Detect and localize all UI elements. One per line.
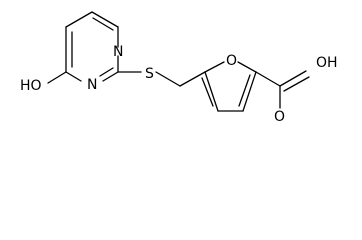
- bond-n-bottom-c1: [65, 71, 82, 82]
- bond-ring-carboxyl: [255, 71, 281, 87]
- bond-s-ch2: [155, 71, 181, 87]
- furan-oxygen-label: O: [226, 53, 237, 69]
- bond-o-c2: [237, 61, 257, 73]
- bond-c1-oh: [47, 71, 67, 84]
- thioether-sulfur-label: S: [145, 66, 154, 82]
- chemical-structure: HO N N S O OH O: [20, 11, 338, 125]
- bond-c6-c5: [65, 11, 93, 28]
- furan-ring: [201, 61, 257, 112]
- bond-c2-n-bottom-double: [99, 67, 114, 77]
- bond-carbonyl-double: [283, 76, 310, 92]
- pyrimidine-ring: [65, 11, 119, 82]
- bond-c5-o: [204, 61, 225, 73]
- carboxylic-acid-bonds: [255, 70, 310, 109]
- bond-carbonyl: [279, 70, 307, 87]
- bond-c2-n-bottom: [102, 71, 119, 82]
- bond-c5-c4-double: [92, 17, 114, 31]
- substituent-bonds: [47, 71, 206, 87]
- bond-c5-c4: [91, 11, 119, 28]
- bond-ch2-furan: [179, 71, 206, 87]
- bond-c2-c3: [242, 71, 257, 112]
- pyrimidine-nitrogen-bottom-label: N: [87, 77, 97, 93]
- molecule-svg: HO N N S O OH O: [20, 11, 338, 125]
- pyrimidine-nitrogen-top-label: N: [113, 44, 123, 60]
- hydroxyl-oxygen-label: HO: [20, 78, 42, 94]
- bond-c4-c5-double: [201, 77, 214, 107]
- acid-oxygen-label: OH: [316, 55, 338, 71]
- bond-c2-c3-double: [238, 74, 251, 107]
- carbonyl-oxygen-label: O: [274, 109, 285, 125]
- bond-c4-c5: [204, 71, 219, 112]
